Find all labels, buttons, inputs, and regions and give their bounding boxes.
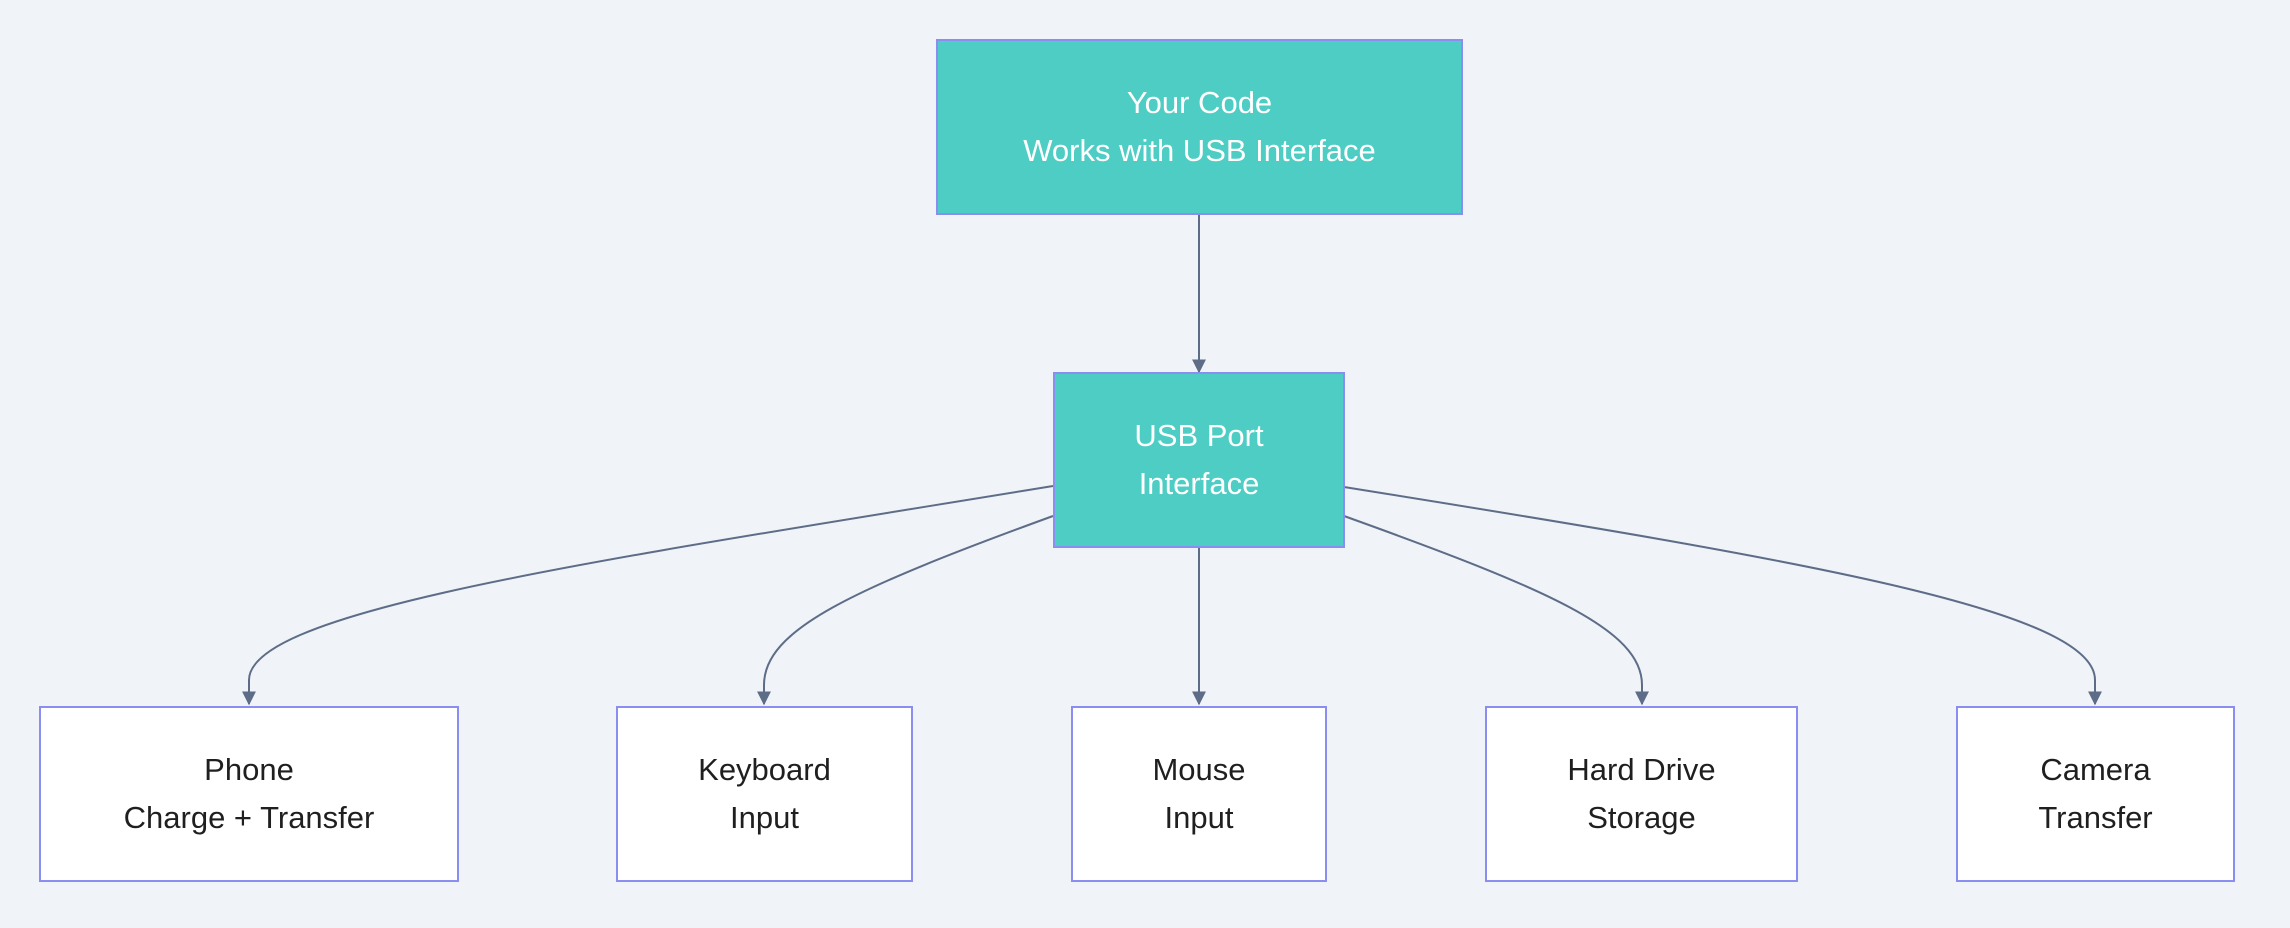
node-hard-drive[interactable]: Hard Drive Storage: [1485, 706, 1798, 882]
node-usb-port-title: USB Port: [1134, 418, 1264, 453]
node-phone-title: Phone: [204, 752, 294, 787]
node-mouse-title: Mouse: [1152, 752, 1246, 787]
node-mouse-subtitle: Input: [1164, 800, 1234, 835]
node-keyboard-subtitle: Input: [730, 800, 799, 835]
edge-usb-to-keyboard: [757, 515, 1054, 706]
node-keyboard[interactable]: Keyboard Input: [616, 706, 913, 882]
node-hard-drive-subtitle: Storage: [1587, 800, 1696, 835]
node-camera-title: Camera: [2040, 752, 2151, 787]
node-usb-port-subtitle: Interface: [1138, 466, 1260, 501]
edge-usb-to-harddrive: [1343, 515, 1649, 706]
node-camera[interactable]: Camera Transfer: [1956, 706, 2235, 882]
node-your-code[interactable]: Your Code Works with USB Interface: [936, 39, 1463, 215]
node-your-code-subtitle: Works with USB Interface: [1023, 133, 1376, 168]
node-mouse[interactable]: Mouse Input: [1071, 706, 1327, 882]
node-usb-port[interactable]: USB Port Interface: [1053, 372, 1345, 548]
node-phone[interactable]: Phone Charge + Transfer: [39, 706, 459, 882]
node-keyboard-title: Keyboard: [698, 752, 831, 787]
node-your-code-title: Your Code: [1126, 85, 1273, 120]
node-camera-subtitle: Transfer: [2038, 800, 2153, 835]
node-phone-subtitle: Charge + Transfer: [123, 800, 375, 835]
edge-usb-to-phone: [242, 485, 1054, 706]
edge-usb-to-camera: [1343, 486, 2102, 706]
node-hard-drive-title: Hard Drive: [1567, 752, 1716, 787]
